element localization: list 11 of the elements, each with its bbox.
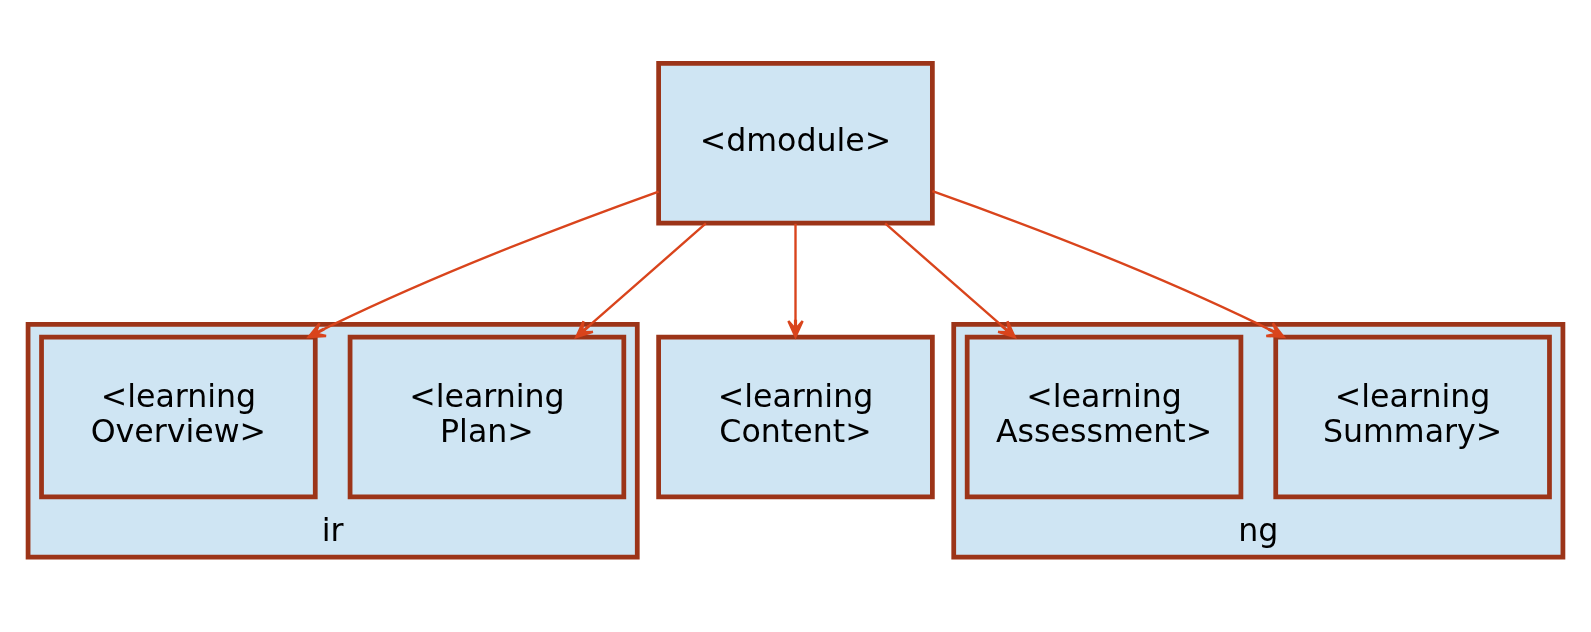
arrow — [307, 189, 660, 338]
node-box: <learning Overview> — [39, 334, 318, 499]
arrow — [932, 189, 1285, 338]
node-box: <learning Summary> — [1273, 334, 1552, 499]
arrow — [575, 222, 707, 338]
node-box: <learning Plan> — [347, 334, 627, 499]
node-box: <learning Assessment> — [964, 334, 1244, 499]
node-box: <learning Content> — [656, 334, 935, 499]
arrow — [884, 222, 1016, 338]
arrow — [787, 223, 804, 338]
node-box: <dmodule> — [656, 60, 935, 225]
